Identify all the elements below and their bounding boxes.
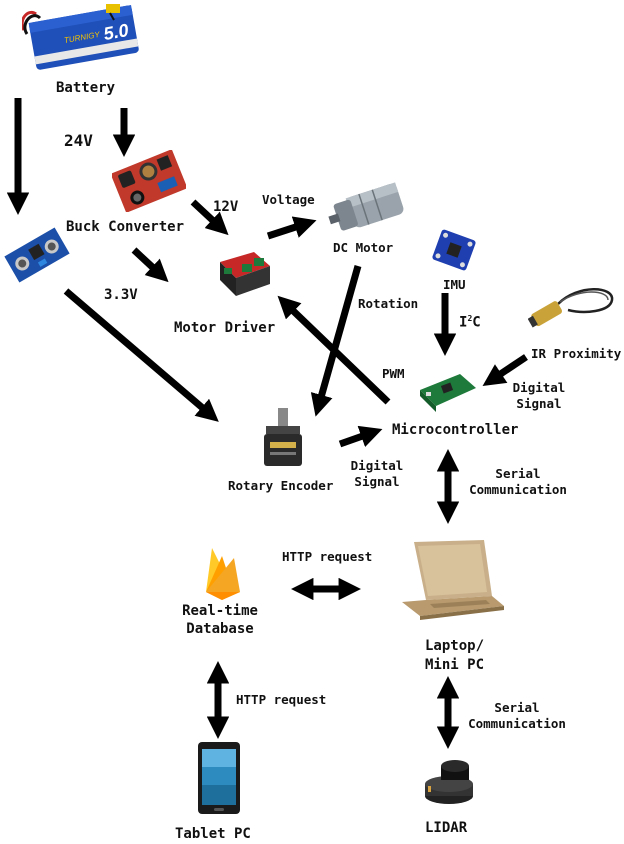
arrow-buck-to-motor-driver bbox=[131, 247, 169, 283]
label-i2c: I2C bbox=[459, 314, 481, 331]
label-http-request-db-tablet: HTTP request bbox=[236, 692, 327, 707]
label-3v3: 3.3V bbox=[104, 287, 138, 303]
motor-driver-image bbox=[220, 252, 270, 296]
firebase-database-image bbox=[206, 548, 240, 600]
arrow-buck-to-motor-driver-12v bbox=[190, 199, 229, 236]
svg-text:5.0: 5.0 bbox=[102, 20, 130, 44]
label-ir-proximity: IR Proximity bbox=[531, 346, 622, 361]
buck-converter-blue-image bbox=[4, 227, 70, 283]
tablet-image bbox=[198, 742, 240, 814]
label-12v: 12V bbox=[213, 199, 239, 215]
arrow-mcu-to-motor-driver-pwm bbox=[277, 295, 391, 405]
label-tablet-pc: Tablet PC bbox=[175, 826, 251, 842]
microcontroller-image bbox=[420, 374, 476, 412]
label-rotation: Rotation bbox=[358, 296, 419, 311]
label-voltage: Voltage bbox=[262, 192, 315, 207]
label-battery: Battery bbox=[56, 80, 116, 96]
laptop-image bbox=[402, 540, 504, 620]
lidar-image bbox=[425, 760, 473, 804]
arrow-ir-to-mcu bbox=[482, 354, 528, 386]
label-laptop-mini-pc: Laptop/Mini PC bbox=[425, 638, 485, 673]
label-pwm: PWM bbox=[382, 366, 405, 381]
buck-converter-red-image bbox=[112, 150, 186, 212]
label-microcontroller: Microcontroller bbox=[392, 422, 519, 438]
ir-proximity-image bbox=[528, 288, 614, 328]
label-motor-driver: Motor Driver bbox=[174, 320, 276, 336]
label-http-request-db-laptop: HTTP request bbox=[282, 549, 373, 564]
arrow-buck-to-encoder-3v3 bbox=[63, 288, 219, 422]
battery-image: TURNIGY 5.0 bbox=[22, 4, 139, 70]
label-rotary-encoder: Rotary Encoder bbox=[228, 478, 334, 493]
label-imu: IMU bbox=[443, 277, 466, 292]
label-24v: 24V bbox=[64, 131, 93, 150]
label-buck-converter: Buck Converter bbox=[66, 219, 185, 235]
label-lidar: LIDAR bbox=[425, 820, 468, 836]
arrow-voltage-to-dc-motor bbox=[266, 216, 317, 240]
label-dc-motor: DC Motor bbox=[333, 240, 394, 255]
arrow-dc-motor-to-encoder bbox=[310, 265, 362, 417]
arrow-encoder-to-mcu bbox=[338, 425, 383, 448]
dc-motor-image bbox=[328, 182, 404, 231]
rotary-encoder-image bbox=[264, 408, 302, 466]
imu-image bbox=[432, 229, 476, 271]
